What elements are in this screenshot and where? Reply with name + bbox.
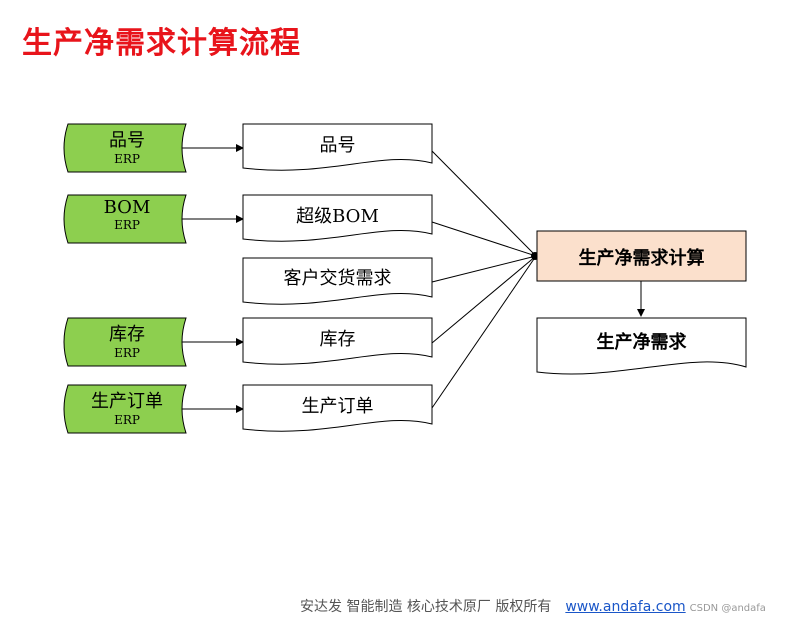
source-shape-item [63, 123, 187, 173]
source-shape-bom [63, 194, 187, 244]
output-document-shape [536, 317, 747, 375]
flow-line-super-bom [431, 221, 537, 257]
source-bom-label: BOM [103, 197, 151, 218]
flow-line-customer-demand [431, 255, 537, 283]
source-production-order-sublabel: ERP [114, 413, 140, 427]
source-production-order: 生产订单 ERP [68, 387, 186, 427]
source-production-order-label: 生产订单 [91, 391, 163, 412]
flow-line-production-order [431, 255, 537, 409]
document-shape-customer-demand [242, 257, 433, 305]
process-label: 生产净需求计算 [578, 248, 705, 269]
footer-text: 安达发 智能制造 核心技术原厂 版权所有 [300, 599, 552, 615]
source-shape-inventory [63, 317, 187, 367]
document-item-label: 品号 [319, 135, 356, 156]
output-label: 生产净需求 [596, 332, 687, 353]
document-production-order-label: 生产订单 [301, 396, 374, 417]
source-bom: BOM ERP [68, 197, 186, 232]
document-shape-item [242, 123, 433, 171]
document-shape-inventory [242, 317, 433, 365]
document-super-bom-label: 超级BOM [296, 206, 379, 227]
document-shape-production-order [242, 384, 433, 432]
source-inventory-sublabel: ERP [114, 346, 140, 360]
footer-link[interactable]: www.andafa.com [565, 599, 686, 615]
source-bom-sublabel: ERP [114, 218, 140, 232]
source-shape-production-order [63, 384, 187, 434]
source-item: 品号 ERP [68, 126, 186, 166]
watermark: CSDN @andafa [689, 603, 766, 614]
source-inventory-label: 库存 [109, 324, 145, 345]
source-inventory: 库存 ERP [68, 320, 186, 360]
page-title: 生产净需求计算流程 [22, 26, 301, 61]
flow-line-item [431, 150, 537, 257]
document-shape-super-bom [242, 194, 433, 242]
flow-line-inventory [431, 255, 537, 344]
document-inventory-label: 库存 [319, 329, 356, 350]
source-item-sublabel: ERP [114, 152, 140, 166]
source-item-label: 品号 [109, 130, 145, 151]
document-customer-demand-label: 客户交货需求 [283, 268, 392, 289]
